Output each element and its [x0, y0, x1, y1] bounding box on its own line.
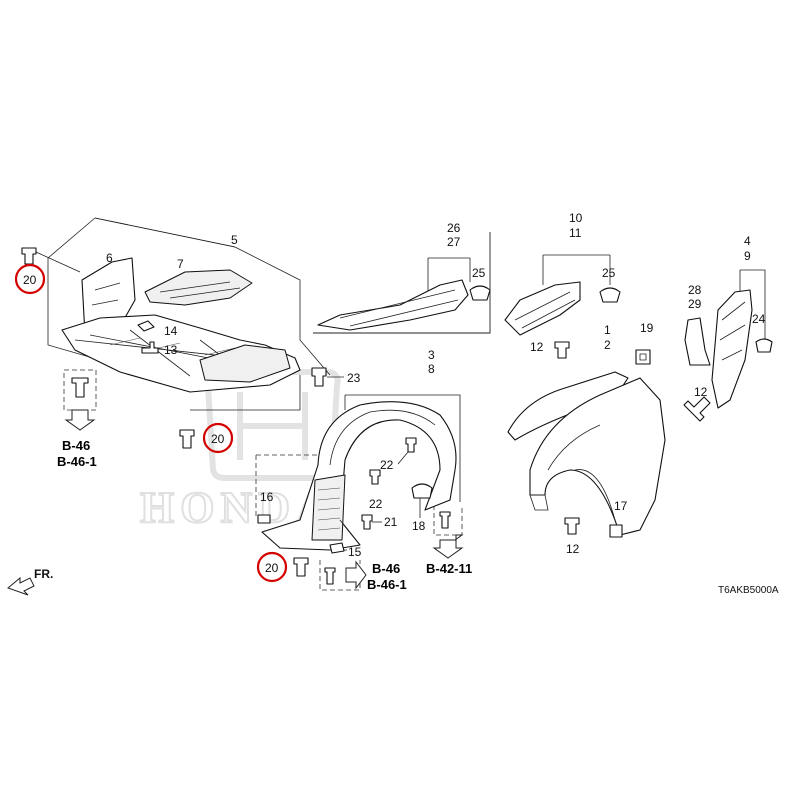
- nut-17-shape: [609, 524, 623, 538]
- arrow-down-icon-right: [432, 539, 464, 559]
- clip-16-shape: [257, 514, 271, 524]
- bolt-12-right: [683, 396, 711, 422]
- callout-9: 9: [744, 249, 751, 263]
- bolt-20-lower-middle: [179, 429, 195, 449]
- callout-8: 8: [428, 362, 435, 376]
- clip-21-shape: [361, 514, 382, 530]
- group-box-undercover: [47, 217, 331, 411]
- callout-18: 18: [412, 519, 426, 533]
- callout-21: 21: [384, 515, 398, 529]
- callout-4: 4: [744, 234, 751, 248]
- bracket-28-29: [684, 317, 711, 366]
- ref-b461-bottom: B-46-1: [367, 577, 407, 592]
- ref-b4211: B-42-11: [426, 561, 472, 576]
- callout-24: 24: [752, 312, 766, 326]
- fender-seal-10-11: [504, 281, 621, 336]
- callout-5: 5: [231, 233, 238, 247]
- fender-seal-26-27: [317, 279, 491, 331]
- ref-b46-left: B-46: [62, 438, 90, 453]
- clip-14-shape: [137, 320, 155, 332]
- callout-2: 2: [604, 338, 611, 352]
- front-arrow-icon: [7, 576, 35, 596]
- callout-13: 13: [164, 343, 178, 357]
- clip-22-upper-shape: [397, 437, 417, 465]
- callout-29: 29: [688, 297, 702, 311]
- bolt-20-upper-left: [21, 247, 81, 273]
- arrow-right-icon-bottom: [345, 560, 367, 590]
- callout-17: 17: [614, 499, 628, 513]
- callout-28: 28: [688, 283, 702, 297]
- highlight-ring-middle: [202, 422, 234, 454]
- fastener-detail-right: [432, 511, 464, 559]
- highlight-ring-upper-left: [14, 263, 46, 295]
- clip-25-left-shape: [469, 285, 491, 301]
- clip-24-shape: [755, 338, 773, 353]
- callout-11: 11: [569, 226, 582, 240]
- callout-12-upper: 12: [530, 340, 544, 354]
- callout-3: 3: [428, 348, 435, 362]
- callout-27: 27: [447, 235, 461, 249]
- callout-labels: 5 6 7 14 13 23 3 8 26 27 25 10 11 25 12 …: [106, 211, 766, 559]
- honda-watermark-logo: HONDA: [139, 369, 341, 533]
- callout-15: 15: [348, 545, 362, 559]
- clip-25-right-shape: [599, 287, 621, 303]
- ref-b461-left: B-46-1: [57, 454, 97, 469]
- bolt-20-bottom: [293, 557, 309, 577]
- callout-20-bottom: 20: [265, 561, 279, 575]
- callout-22-upper: 22: [380, 458, 394, 472]
- clip-15-shape: [329, 542, 347, 554]
- callout-10: 10: [569, 211, 583, 225]
- bracket-4-9: [711, 289, 753, 409]
- bolt-12-upper: [554, 341, 570, 359]
- front-direction-arrow: FR.: [7, 567, 53, 596]
- callout-16: 16: [260, 490, 274, 504]
- ref-b46-bottom: B-46: [372, 561, 400, 576]
- clip-19-shape: [635, 349, 651, 365]
- bolt-13-shape: [141, 341, 159, 354]
- highlight-ring-bottom: [256, 551, 288, 583]
- callout-20-upper-left: 20: [23, 273, 37, 287]
- callout-22-lower: 22: [369, 497, 383, 511]
- front-undercover-assembly: [61, 257, 301, 393]
- front-inner-fender: [261, 401, 457, 551]
- callout-7: 7: [177, 257, 184, 271]
- callout-6: 6: [106, 251, 113, 265]
- group-box-10-11: [542, 254, 611, 285]
- highlighted-callouts-20: 20 20 20: [14, 263, 288, 583]
- reference-labels: B-46 B-46-1 B-46 B-46-1 B-42-11: [57, 438, 472, 592]
- fastener-detail-left: [63, 369, 97, 431]
- callout-1: 1: [604, 323, 611, 337]
- front-label: FR.: [34, 567, 53, 581]
- arrow-down-icon-left: [64, 409, 96, 431]
- clip-22-lower-shape: [369, 469, 381, 485]
- front-fender-panel: [507, 371, 666, 536]
- callout-25-right: 25: [602, 266, 616, 280]
- callout-20-middle: 20: [211, 432, 225, 446]
- bolt-12-bottom: [564, 517, 580, 535]
- bolt-23-shape: [311, 367, 344, 387]
- callout-23: 23: [347, 371, 361, 385]
- callout-14: 14: [164, 324, 178, 338]
- callout-26: 26: [447, 221, 461, 235]
- callout-19: 19: [640, 321, 654, 335]
- callout-25-left: 25: [472, 266, 486, 280]
- diagram-code: T6AKB5000A: [718, 585, 779, 596]
- fastener-detail-bottom: [324, 560, 367, 590]
- group-box-3-8: [255, 394, 463, 591]
- callout-12-right: 12: [694, 385, 708, 399]
- clip-18-shape: [411, 483, 433, 518]
- callout-12-bottom: 12: [566, 542, 580, 556]
